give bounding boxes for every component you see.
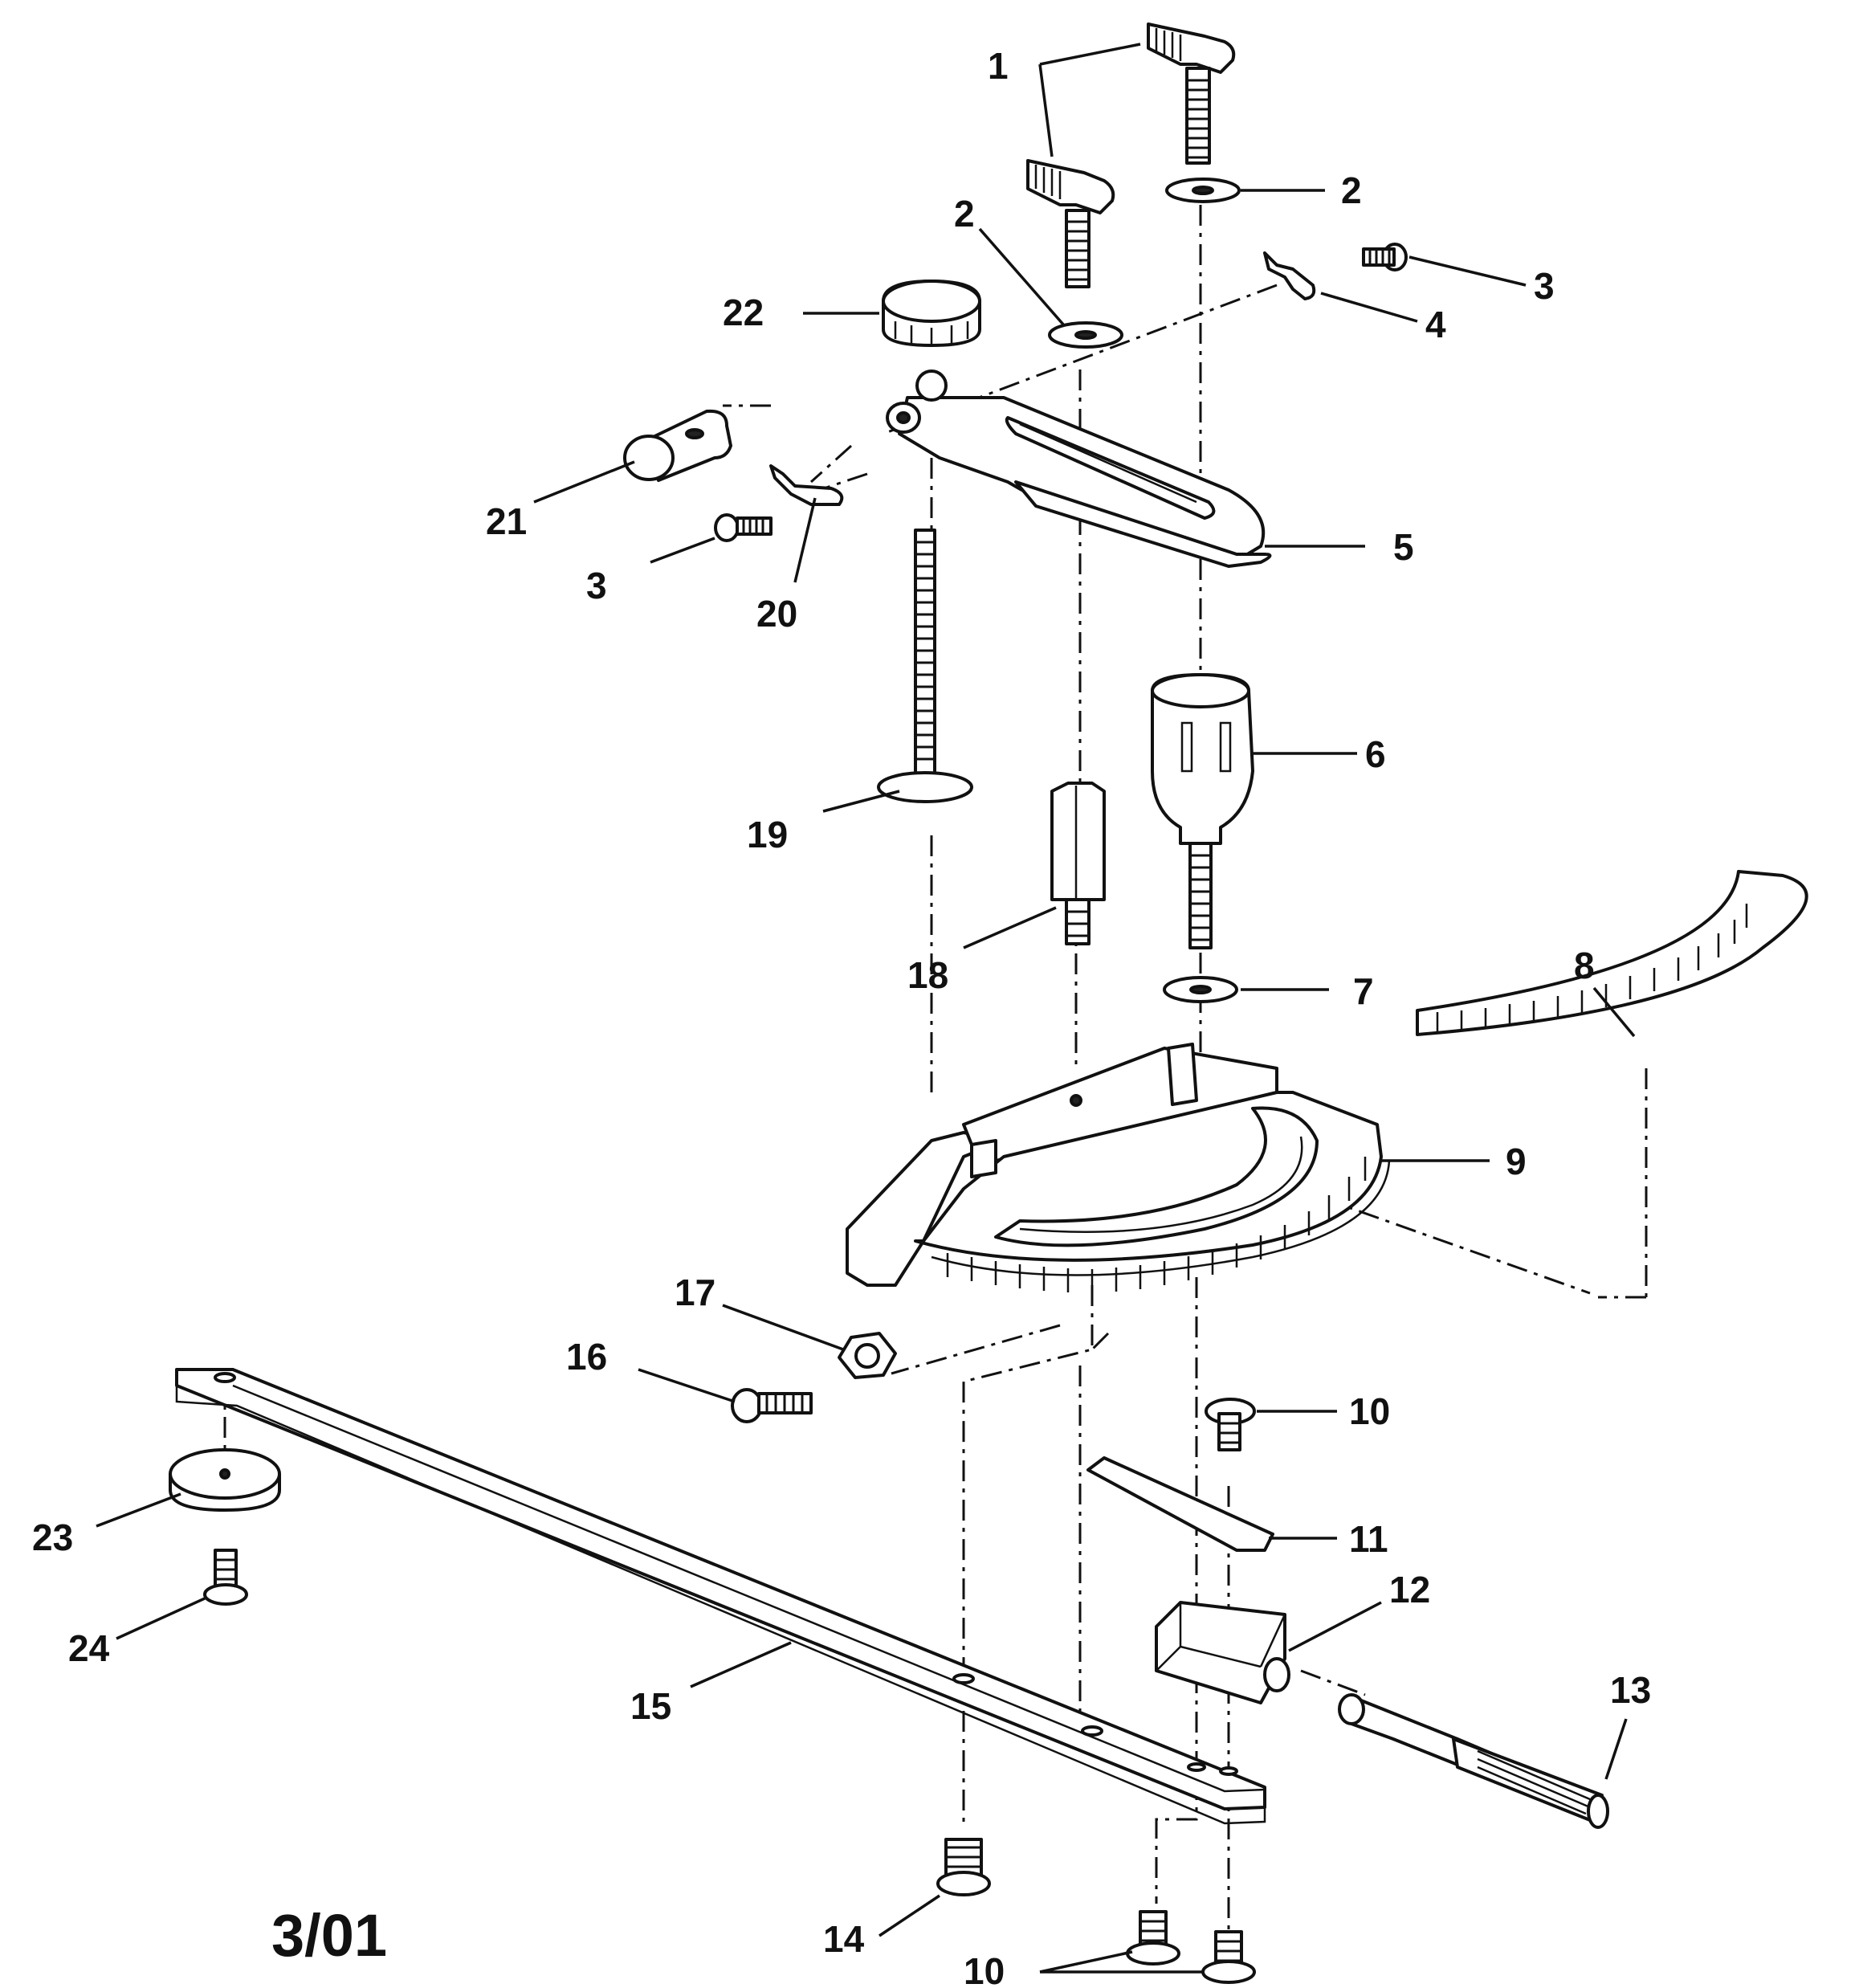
label-part-10a: 10: [1349, 1390, 1390, 1432]
hex-standoff: [1050, 782, 1106, 945]
part-labels: 1 2 2 3 4 22 21 3 20 5 19 6 18 7 8 9 17 …: [32, 45, 1651, 1988]
label-part-3a: 3: [1534, 265, 1555, 307]
guide-disc: [169, 1448, 281, 1512]
washer-upper: [1165, 178, 1241, 203]
label-part-21: 21: [486, 500, 527, 542]
label-part-2a: 2: [1341, 169, 1362, 211]
lock-knob: [1151, 673, 1254, 949]
washer-lower: [1048, 321, 1123, 349]
miter-gauge-body: [846, 1043, 1391, 1293]
screw-nut-side: [731, 1388, 813, 1423]
long-bolt: [877, 529, 973, 803]
label-part-23: 23: [32, 1517, 73, 1558]
label-part-5: 5: [1393, 526, 1414, 568]
label-part-17: 17: [675, 1272, 715, 1313]
label-part-24: 24: [68, 1627, 110, 1669]
wing-knob-screw-upper: [1147, 22, 1236, 165]
screw-clamp-plate: [1205, 1398, 1256, 1451]
label-part-6: 6: [1365, 733, 1386, 775]
bottom-screw-left: [1126, 1910, 1180, 1966]
clamp-block: [1155, 1601, 1290, 1704]
label-part-19: 19: [747, 814, 788, 855]
label-part-12: 12: [1389, 1569, 1430, 1610]
label-part-3b: 3: [586, 565, 607, 606]
hold-down-arm: [886, 369, 1272, 568]
indicator-clip: [1263, 251, 1316, 300]
hex-nut: [838, 1332, 897, 1379]
spring-clip: [769, 464, 844, 506]
date-code: 3/01: [271, 1902, 387, 1969]
pivot-pin: [623, 409, 732, 482]
knurled-knob: [882, 280, 981, 347]
label-part-1: 1: [988, 45, 1009, 87]
label-part-22: 22: [723, 292, 764, 333]
shoulder-screw: [936, 1838, 991, 1896]
clamp-plate: [1086, 1456, 1274, 1552]
lock-rod: [1338, 1693, 1609, 1829]
label-part-4: 4: [1425, 304, 1446, 345]
label-part-18: 18: [907, 954, 948, 996]
label-part-10b: 10: [964, 1950, 1005, 1988]
screw-right: [1362, 243, 1408, 271]
label-part-14: 14: [823, 1918, 865, 1960]
label-part-16: 16: [566, 1336, 607, 1378]
miter-bar: [175, 1368, 1266, 1825]
screw-left: [714, 513, 773, 542]
label-part-9: 9: [1506, 1141, 1527, 1182]
label-part-8: 8: [1574, 945, 1595, 986]
label-part-20: 20: [756, 593, 797, 635]
label-part-7: 7: [1353, 970, 1374, 1012]
guide-disc-screw: [203, 1549, 248, 1606]
label-part-2b: 2: [954, 193, 975, 235]
label-part-11: 11: [1349, 1518, 1388, 1560]
washer-knob: [1163, 976, 1238, 1003]
label-part-15: 15: [630, 1685, 671, 1727]
label-part-13: 13: [1610, 1669, 1651, 1711]
wing-knob-screw-lower: [1026, 159, 1115, 288]
protractor-scale: [1416, 870, 1808, 1036]
bottom-screw-right: [1201, 1930, 1256, 1984]
leader-lines: [96, 43, 1636, 1974]
